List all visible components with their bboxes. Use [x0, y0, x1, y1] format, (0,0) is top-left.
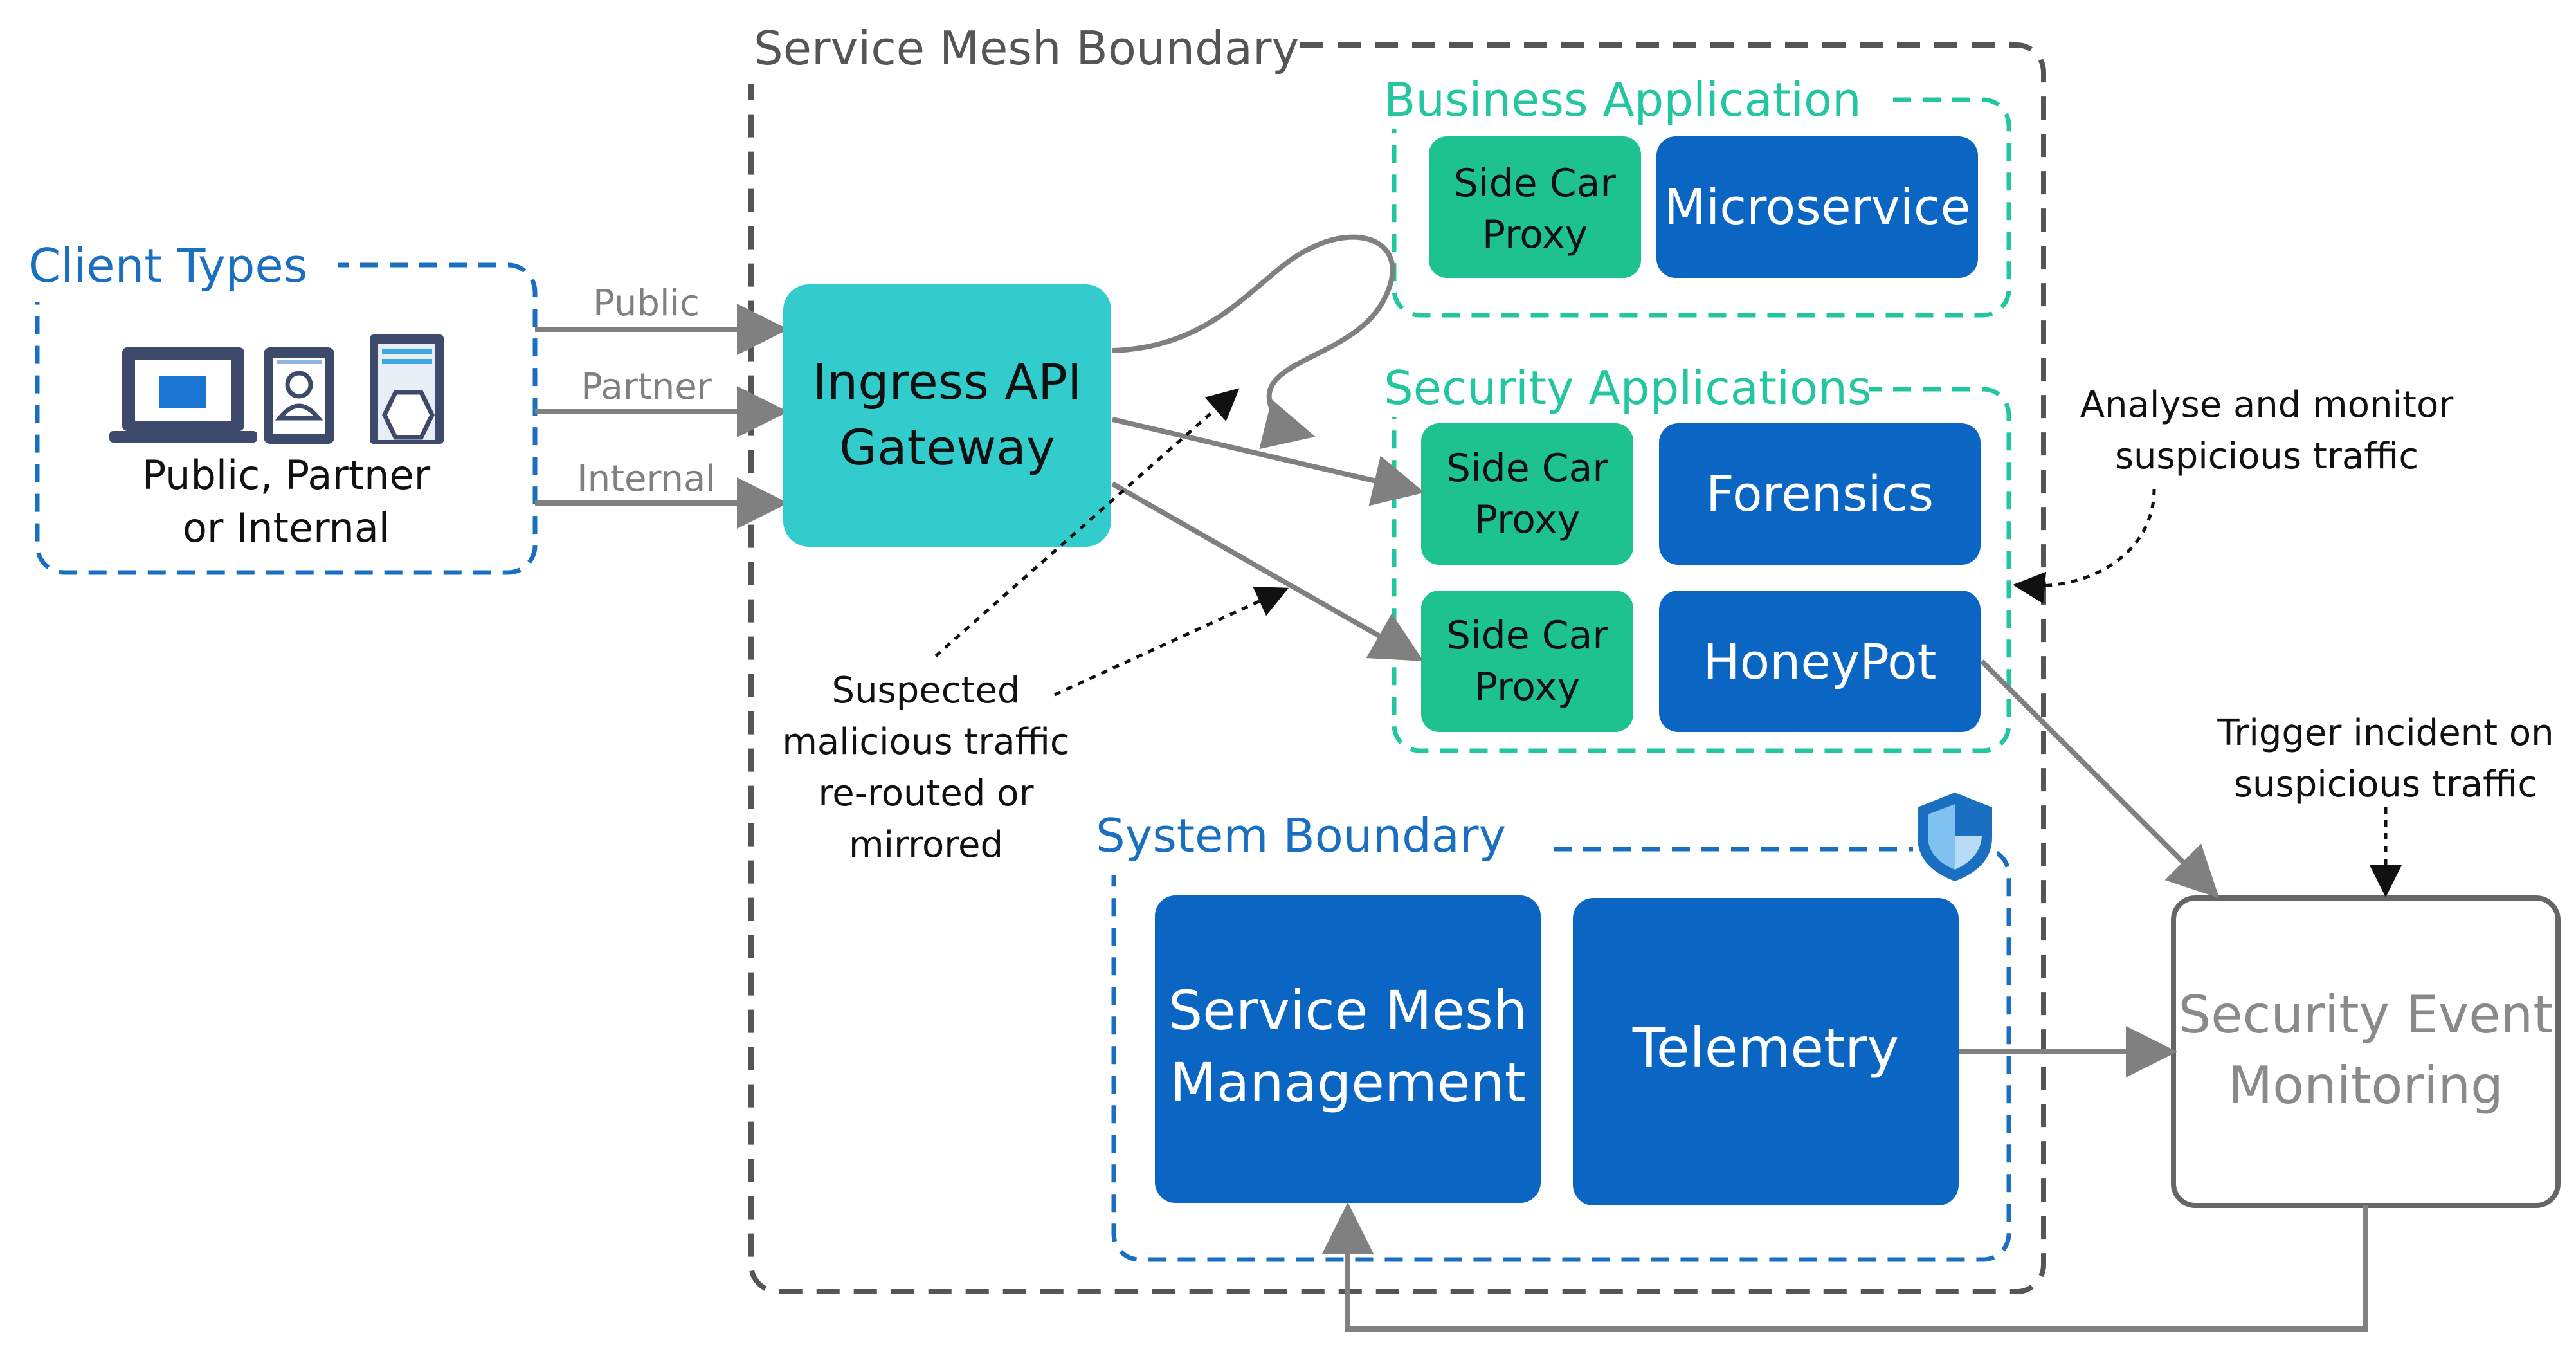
gateway-label-line2: Gateway: [839, 419, 1055, 476]
business-sidecar-proxy: [1429, 136, 1641, 278]
system-boundary-label: System Boundary: [1096, 809, 1506, 863]
client-types-group: Client Types Public, Partner or Internal: [23, 232, 538, 575]
internal-edge-label: Internal: [577, 458, 716, 500]
suspected-line4: mirrored: [849, 824, 1003, 866]
gateway-to-forensics-edge: [1112, 417, 1425, 506]
client-types-label: Client Types: [28, 239, 307, 293]
microservice-box: [1656, 136, 1978, 278]
flow-edges: [1111, 234, 2368, 1332]
suspected-arrow-2: [1053, 586, 1289, 697]
telemetry-label: Telemetry: [1632, 1016, 1899, 1079]
client-caption-line1: Public, Partner: [142, 452, 431, 499]
ingress-api-gateway: Ingress API Gateway: [783, 284, 1111, 547]
analyse-arrow: [2013, 488, 2156, 604]
microservice-label: Microservice: [1664, 178, 1971, 235]
service-mesh-management-box: [1155, 895, 1541, 1203]
annotation-arrows: [934, 388, 2402, 897]
security-applications-label: Security Applications: [1384, 361, 1871, 415]
service-mesh-boundary-label: Service Mesh Boundary: [754, 21, 1299, 75]
analyse-annotation: Analyse and monitor suspicious traffic: [2080, 384, 2454, 477]
server-icon: [370, 334, 444, 444]
mgmt-label-line2: Management: [1170, 1051, 1525, 1114]
forensics-box: [1659, 423, 1981, 565]
shield-icon: [1913, 788, 1997, 884]
sem-label-line1: Security Event: [2178, 985, 2553, 1045]
analyse-line1: Analyse and monitor: [2080, 384, 2454, 426]
honeypot-sidecar-proxy: [1421, 591, 1633, 732]
suspected-line3: re-routed or: [818, 773, 1034, 814]
sem-label-line2: Monitoring: [2228, 1056, 2503, 1115]
honeypot-proxy-line2: Proxy: [1474, 664, 1580, 710]
partner-edge-label: Partner: [581, 366, 712, 408]
public-edge-label: Public: [593, 282, 700, 324]
suspected-line1: Suspected: [832, 670, 1020, 711]
mgmt-label-line1: Service Mesh: [1168, 979, 1527, 1042]
suspected-arrow-1: [934, 388, 1240, 657]
forensics-label: Forensics: [1706, 465, 1934, 522]
telemetry-box: [1573, 898, 1959, 1205]
suspected-annotation: Suspected malicious traffic re-routed or…: [782, 670, 1069, 866]
forensics-sidecar-proxy: [1421, 423, 1633, 565]
security-applications-group: Security Applications Side Car Proxy For…: [1380, 353, 2011, 753]
suspected-line2: malicious traffic: [782, 721, 1069, 763]
security-event-monitoring: Security Event Monitoring: [2171, 895, 2561, 1208]
honeypot-proxy-line1: Side Car: [1446, 613, 1608, 658]
laptop-icon: [109, 347, 257, 443]
business-application-group: Business Application Side Car Proxy Micr…: [1380, 64, 2011, 318]
honeypot-box: [1659, 591, 1981, 732]
gateway-to-honeypot-edge: [1111, 481, 1424, 661]
gateway-label-line1: Ingress API: [813, 353, 1082, 410]
trigger-line1: Trigger incident on: [2217, 712, 2553, 754]
user-badge-icon: [264, 347, 334, 444]
gateway-to-business-loop-edge: [1112, 234, 1395, 450]
sem-to-management-edge: [1322, 1202, 2368, 1332]
honeypot-label: HoneyPot: [1703, 633, 1937, 690]
client-caption-line2: or Internal: [183, 504, 390, 551]
business-proxy-line2: Proxy: [1482, 212, 1588, 257]
system-boundary-group: System Boundary Service Mesh Management …: [1093, 788, 2011, 1262]
honeypot-to-sem-edge: [1980, 659, 2220, 899]
analyse-line2: suspicious traffic: [2115, 435, 2418, 477]
forensics-proxy-line1: Side Car: [1446, 446, 1608, 491]
client-edges: Public Partner Internal: [535, 282, 788, 529]
business-application-label: Business Application: [1384, 73, 1862, 127]
trigger-annotation: Trigger incident on suspicious traffic: [2217, 712, 2553, 805]
business-proxy-line1: Side Car: [1454, 161, 1616, 206]
service-mesh-boundary: Service Mesh Boundary: [746, 19, 2046, 1294]
trigger-line2: suspicious traffic: [2234, 764, 2537, 805]
forensics-proxy-line2: Proxy: [1474, 497, 1580, 542]
